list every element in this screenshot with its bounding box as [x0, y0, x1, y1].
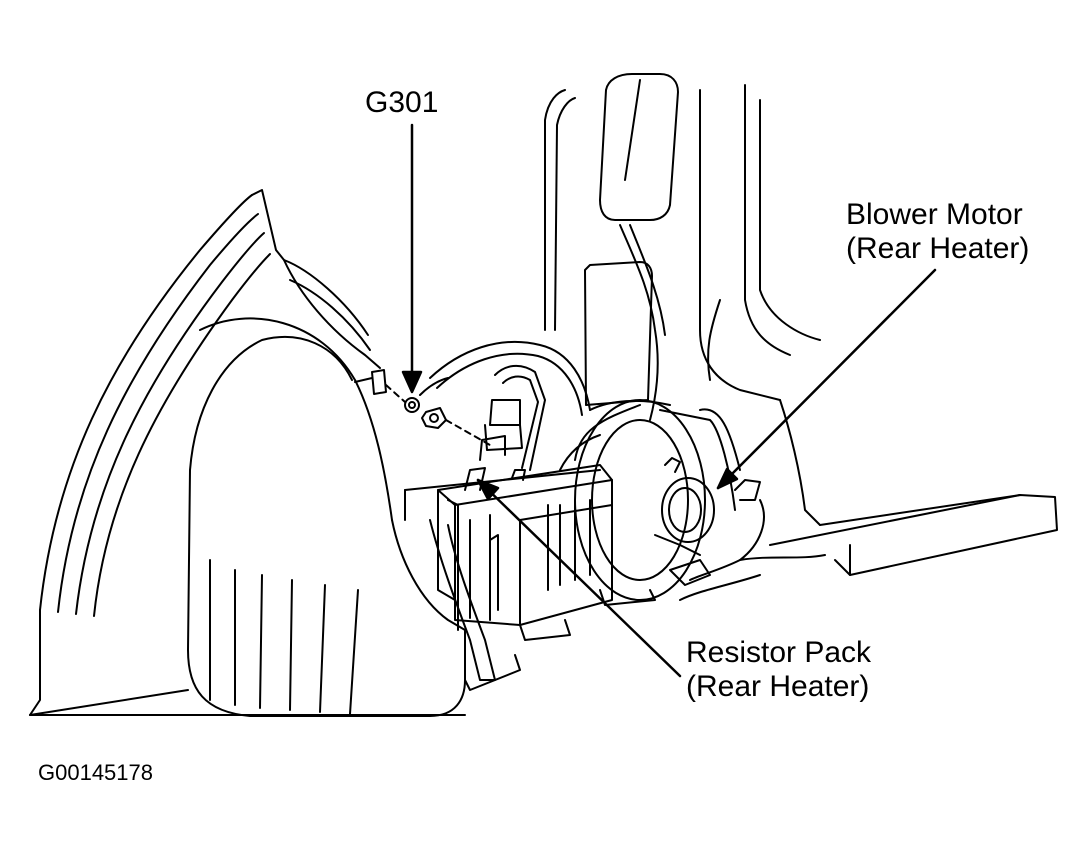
- g301-arrowhead: [401, 370, 423, 394]
- blower-assembly: [559, 399, 761, 606]
- body-pillar: [544, 73, 821, 526]
- blower-leader: [716, 268, 937, 490]
- blower-arrowhead: [716, 467, 739, 490]
- callout-resistor-line2: (Rear Heater): [686, 670, 870, 703]
- wiring-harness: [429, 341, 826, 601]
- callout-resistor-line1: Resistor Pack: [686, 636, 872, 669]
- leader-lines: [401, 123, 937, 678]
- wheel-well-housing: [29, 189, 466, 717]
- callout-blower-line2: (Rear Heater): [846, 232, 1030, 265]
- resistor-arrowhead: [476, 478, 500, 501]
- callout-g301: G301: [365, 86, 439, 119]
- callout-blower-line1: Blower Motor: [846, 198, 1023, 231]
- heater-housing: [429, 435, 613, 691]
- resistor-leader: [476, 478, 682, 678]
- ground-fasteners: [354, 369, 491, 446]
- figure-id: G00145178: [38, 760, 153, 785]
